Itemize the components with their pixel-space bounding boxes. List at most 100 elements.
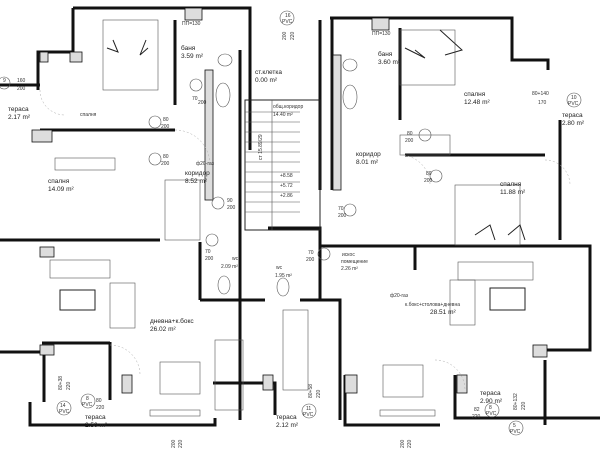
svg-text:70: 70	[338, 206, 344, 212]
level-marks: +8.58 +5.72 +2.86	[280, 173, 293, 199]
svg-text:200: 200	[400, 439, 406, 448]
room-labels: ПП=130 баня 3.59 m² ст.клетка 0.00 m² об…	[8, 21, 585, 429]
corridor-right-area: 8.01 m²	[356, 159, 379, 166]
svg-text:PVC: PVC	[82, 402, 93, 408]
bedroom-right-area: 11.88 m²	[500, 189, 526, 196]
svg-text:16: 16	[285, 13, 291, 19]
svg-text:200: 200	[306, 257, 315, 263]
terrace-tl-area: 2.17 m²	[8, 114, 31, 121]
stair-note: ст 15.89/29	[258, 134, 264, 160]
svg-text:70: 70	[205, 249, 211, 255]
svg-text:200: 200	[161, 161, 170, 167]
svg-text:200: 200	[161, 124, 170, 130]
stairs[interactable]	[244, 99, 321, 231]
bath-left-name: баня	[181, 44, 196, 52]
svg-text:80: 80	[426, 171, 432, 177]
svg-text:200: 200	[424, 178, 433, 184]
living-left-name: дневна+к.бокс	[150, 317, 194, 325]
bedroom-left-name: спалня	[48, 178, 70, 185]
svg-text:220: 220	[96, 405, 105, 411]
living-right-name: к.бокс+столова+дневна	[405, 302, 460, 308]
storage-name: искос	[342, 252, 355, 258]
svg-text:PVC: PVC	[59, 409, 70, 415]
living-left-area: 26.02 m²	[150, 326, 176, 333]
svg-text:82: 82	[474, 407, 480, 413]
bath-left-area: 3.59 m²	[181, 53, 204, 60]
svg-text:220: 220	[472, 414, 481, 420]
terrace-bl-name: тераса	[85, 414, 106, 421]
walls	[0, 6, 600, 427]
terrace-tl-name: тераса	[8, 106, 29, 113]
svg-text:8: 8	[86, 396, 89, 402]
terrace-tr-name: тераса	[562, 112, 583, 119]
svg-text:8: 8	[489, 405, 492, 411]
svg-text:200: 200	[282, 31, 288, 40]
living-right-area: 28.51 m²	[430, 309, 456, 316]
stair-area: 0.00 m²	[255, 77, 278, 84]
terrace-bl-area: 2.50 m²	[85, 422, 108, 429]
svg-text:200: 200	[171, 439, 177, 448]
bedroom-tr-area: 12.48 m²	[464, 99, 490, 106]
level-mark: +8.58	[280, 173, 293, 179]
svg-text:70: 70	[308, 250, 314, 256]
bath-right-area: 3.60 m²	[378, 59, 401, 66]
corridor-right-name: коридор	[356, 151, 381, 158]
wc-left-name: wc	[232, 256, 239, 262]
svg-text:160: 160	[17, 78, 26, 84]
terrace-bm-name: тераса	[276, 414, 297, 421]
terrace-br-name: тераса	[480, 390, 501, 397]
svg-text:200: 200	[205, 256, 214, 262]
svg-text:5: 5	[513, 423, 516, 429]
svg-text:80: 80	[407, 131, 413, 137]
svg-text:220: 220	[521, 401, 527, 410]
bath-right-name: баня	[378, 50, 393, 58]
level-mark: +2.86	[280, 193, 293, 199]
svg-text:PVC: PVC	[568, 101, 579, 107]
svg-text:9: 9	[3, 78, 6, 84]
level-mark: +5.72	[280, 183, 293, 189]
corridor-left-area: 8.52 m²	[185, 178, 208, 185]
bedroom-right-name: спалня	[500, 181, 522, 188]
gas-right: ф20-газ	[390, 293, 409, 299]
svg-text:90: 90	[227, 198, 233, 204]
stair-name: ст.клетка	[255, 69, 282, 76]
gas-left: ф20-газ	[196, 161, 215, 167]
svg-text:220: 220	[66, 381, 72, 390]
svg-text:PVC: PVC	[303, 412, 314, 418]
svg-text:220: 220	[178, 439, 184, 448]
svg-text:200: 200	[198, 100, 207, 106]
note-pp-right: ПП=130	[372, 31, 391, 37]
closet-left-name: спалня	[80, 112, 97, 118]
bedroom-tr-name: спалня	[464, 91, 486, 98]
svg-text:80+58: 80+58	[308, 384, 314, 398]
svg-text:220: 220	[290, 31, 296, 40]
wc-mid-area: 1.95 m²	[275, 273, 292, 279]
svg-text:PVC: PVC	[486, 411, 497, 417]
svg-text:14: 14	[60, 403, 66, 409]
svg-text:80: 80	[96, 398, 102, 404]
svg-text:80+132: 80+132	[513, 393, 519, 410]
svg-text:70: 70	[192, 96, 198, 102]
door-swings	[39, 89, 571, 391]
svg-text:170: 170	[538, 100, 547, 106]
furniture	[49, 19, 534, 417]
svg-text:PVC: PVC	[510, 429, 521, 435]
svg-text:200: 200	[227, 205, 236, 211]
svg-text:200: 200	[338, 213, 347, 219]
